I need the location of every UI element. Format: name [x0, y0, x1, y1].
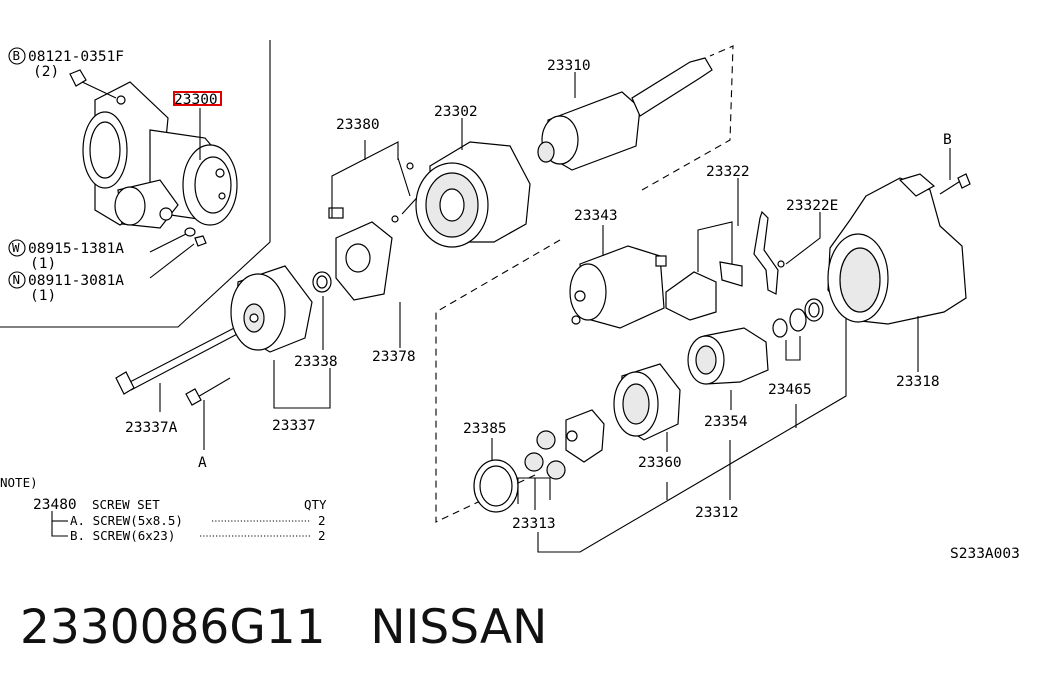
label-23302: 23302 [434, 104, 478, 120]
note-item-b-label: B. SCREW(6x23) [70, 528, 175, 543]
note-description: SCREW SET [92, 497, 160, 512]
label-23337: 23337 [272, 418, 316, 434]
note-part-number: 23480 [33, 497, 77, 513]
label-23338: 23338 [294, 354, 338, 370]
label-23318: 23318 [896, 374, 940, 390]
planetary-gears [473, 409, 605, 513]
solenoid [569, 225, 667, 329]
lever-and-cover [665, 178, 821, 321]
nut-marker-n: N [13, 272, 21, 287]
note-block: NOTE) 23480 SCREW SET QTY A. SCREW(5x8.5… [0, 475, 327, 543]
brush-and-yoke-group [328, 118, 531, 348]
label-23300-highlighted: 23300 [174, 92, 218, 108]
footer-part-number: 2330086G11 [20, 600, 326, 655]
label-23378: 23378 [372, 349, 416, 365]
label-nut-qty: (1) [30, 288, 56, 304]
label-ref-a: A [198, 455, 207, 471]
label-23322e: 23322E [786, 198, 838, 214]
label-23310: 23310 [547, 58, 591, 74]
assembly-frame [641, 45, 734, 191]
part-caption: 2330086G11 NISSAN [20, 598, 1020, 668]
label-23360: 23360 [638, 455, 682, 471]
label-ref-b: B [943, 132, 952, 148]
note-qty-header: QTY [304, 497, 327, 512]
note-item-a-label: A. SCREW(5x8.5) [70, 513, 183, 528]
label-23385: 23385 [463, 421, 507, 437]
label-washer-qty: (1) [30, 256, 56, 272]
label-23343: 23343 [574, 208, 618, 224]
label-bolt-qty: (2) [33, 64, 59, 80]
diagram-code: S233A003 [950, 546, 1020, 562]
note-item-b-qty: 2 [318, 528, 326, 543]
pinion-gear [687, 327, 769, 410]
label-23322: 23322 [706, 164, 750, 180]
bolt-marker-b: B [13, 48, 21, 63]
label-23337a: 23337A [125, 420, 178, 436]
label-23312: 23312 [695, 505, 739, 521]
highlight-box [173, 91, 222, 106]
label-08915-1381a: 08915-1381A [28, 241, 124, 257]
footer-brand: NISSAN [370, 600, 548, 655]
label-23380: 23380 [336, 117, 380, 133]
label-08121-0351f: 08121-0351F [28, 49, 124, 65]
armature [537, 57, 713, 171]
label-08911-3081a: 08911-3081A [28, 273, 124, 289]
clutch-housing [613, 363, 681, 452]
starter-motor-exploded-diagram: B 08121-0351F (2) 23300 W 08915-1381A (1… [0, 40, 1020, 562]
washer-marker-w: W [12, 240, 20, 255]
note-item-a-qty: 2 [318, 513, 326, 528]
note-heading: NOTE) [0, 475, 38, 490]
planetary-assembly-bracket [537, 318, 847, 553]
label-23354: 23354 [704, 414, 748, 430]
label-23465: 23465 [768, 382, 812, 398]
washer-set [772, 298, 824, 361]
rear-cover-assembly [115, 265, 332, 450]
assembled-starter-inset [0, 40, 271, 328]
gear-case [827, 148, 971, 372]
label-23313: 23313 [512, 516, 556, 532]
